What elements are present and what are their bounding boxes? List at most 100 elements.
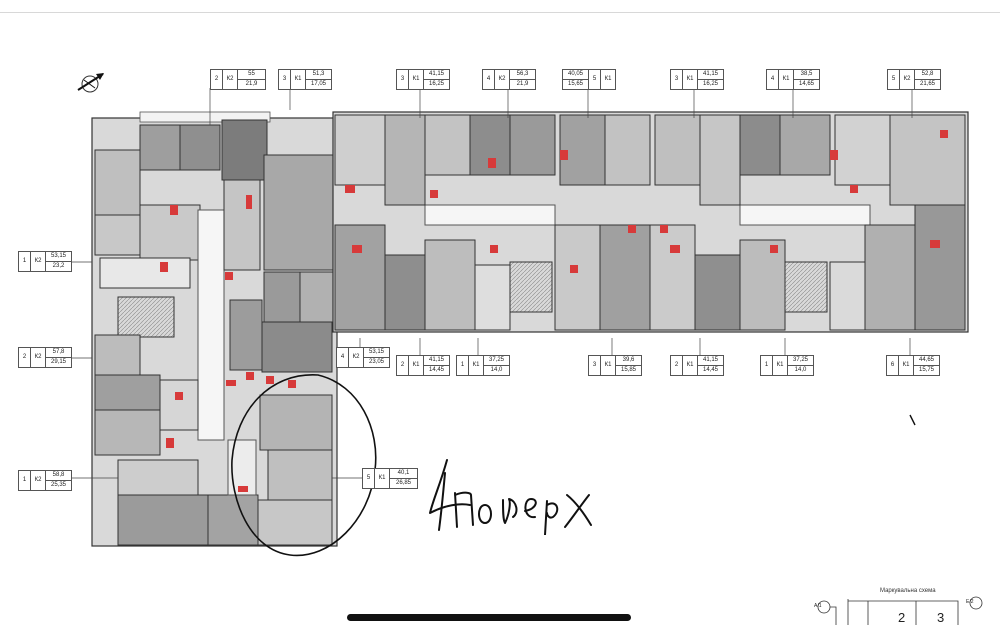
tag-area-living: 15,75: [918, 367, 934, 373]
tag-area-total: 37,25: [788, 356, 813, 366]
tag-area-total: 58,8: [46, 471, 71, 481]
tag-type: К1: [375, 469, 390, 488]
tag-type: К2: [31, 252, 46, 271]
tag-type: К1: [779, 70, 794, 89]
tag-type: К2: [223, 70, 238, 89]
tag-area-total: 38,5: [794, 70, 819, 80]
tag-entrance: 2: [19, 348, 31, 367]
tag-area-living: 14,0: [490, 367, 503, 373]
tag-type: К2: [31, 471, 46, 490]
tag-area-living: 14,45: [702, 367, 718, 373]
tag-type: К1: [469, 356, 484, 375]
tag-entrance: 4: [337, 348, 349, 367]
tag-area-total: 52,8: [915, 70, 940, 80]
north-arrow-icon: [77, 73, 104, 93]
tag-area-living: 14,45: [428, 367, 444, 373]
tag-area-total: 53,15: [46, 252, 71, 262]
tag-area-living: 14,0: [794, 367, 807, 373]
tag-area-living: 16,25: [428, 81, 444, 87]
east-wing: [332, 111, 969, 333]
tag-type: К1: [409, 70, 424, 89]
tag-type: К1: [601, 356, 616, 375]
tag-area-total: 37,25: [484, 356, 509, 366]
tag-type: К1: [291, 70, 306, 89]
tag-area-total: 41,15: [424, 356, 449, 366]
tag-type: К1: [409, 356, 424, 375]
tag-area-living: 15,85: [620, 367, 636, 373]
tag-entrance: 1: [457, 356, 469, 375]
top-border: [0, 0, 1000, 13]
handwritten-note: [429, 459, 592, 535]
tag-entrance: 4: [483, 70, 495, 89]
tag-area-total: 41,15: [698, 70, 723, 80]
tag-area-living: 21,9: [245, 81, 258, 87]
tag-area-living: 26,85: [395, 480, 411, 486]
tag-area-total: 55: [238, 70, 265, 80]
key-plan-section-3: 3: [937, 610, 945, 625]
tag-type: К1: [773, 356, 788, 375]
tag-entrance: 1: [19, 252, 31, 271]
tag-area-living: 15,65: [567, 81, 583, 87]
tag-entrance: 6: [887, 356, 899, 375]
tag-type: К2: [31, 348, 46, 367]
tag-entrance: 1: [761, 356, 773, 375]
tag-area-living: 21,9: [516, 81, 529, 87]
tag-area-total: 44,65: [914, 356, 939, 366]
tag-area-living: 23,2: [52, 263, 65, 269]
key-plan-axis-a: А/1: [814, 603, 822, 609]
tag-area-total: 41,15: [424, 70, 449, 80]
tag-area-total: 41,15: [698, 356, 723, 366]
handdrawn-circle: [231, 374, 377, 557]
tag-area-living: 17,05: [310, 81, 326, 87]
tag-area-total: 39,6: [616, 356, 641, 366]
tag-type: К1: [683, 356, 698, 375]
horizontal-scrollbar[interactable]: [347, 614, 631, 621]
tag-area-living: 16,25: [702, 81, 718, 87]
tag-entrance: 5: [888, 70, 900, 89]
tag-type: К2: [349, 348, 364, 367]
tag-type: К1: [683, 70, 698, 89]
tag-area-living: 25,35: [50, 482, 66, 488]
tag-type: К2: [495, 70, 510, 89]
tag-entrance: 3: [279, 70, 291, 89]
tag-area-living: 29,15: [50, 359, 66, 365]
tag-entrance: 5: [363, 469, 375, 488]
tag-area-living: 21,65: [919, 81, 935, 87]
tag-entrance: 1: [19, 471, 31, 490]
tag-entrance: 4: [767, 70, 779, 89]
tag-entrance: 5: [588, 70, 601, 89]
tag-entrance: 3: [671, 70, 683, 89]
tag-entrance: 2: [671, 356, 683, 375]
tag-area-total: 57,8: [46, 348, 71, 358]
tag-entrance: 3: [589, 356, 601, 375]
tag-area-total: 56,3: [510, 70, 535, 80]
tag-area-total: 40,05: [563, 70, 588, 80]
tag-entrance: 3: [397, 70, 409, 89]
tag-entrance: 2: [397, 356, 409, 375]
tag-entrance: 2: [211, 70, 223, 89]
tag-area-total: 40,1: [390, 469, 417, 479]
key-plan-diagram: [817, 596, 983, 625]
key-plan-axis-b: Е/2: [966, 599, 974, 605]
tag-area-living: 23,05: [368, 359, 384, 365]
